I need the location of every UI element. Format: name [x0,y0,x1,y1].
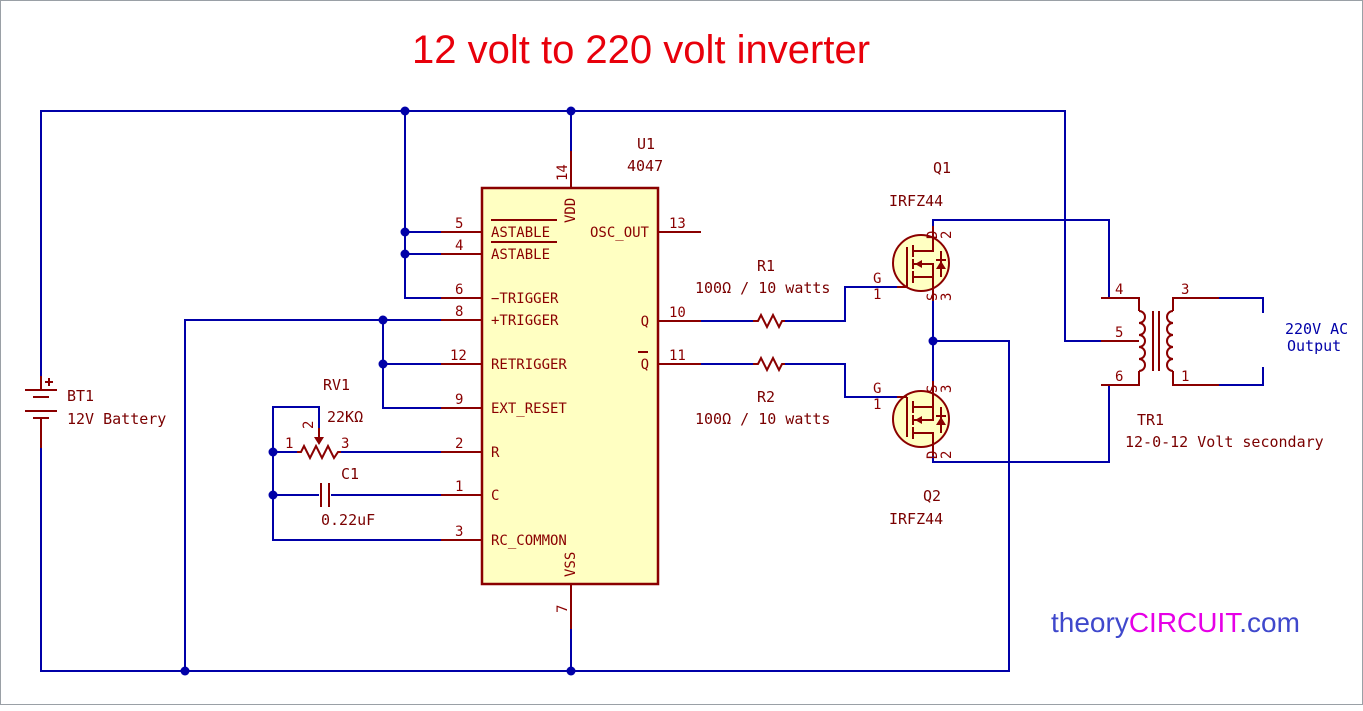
wire-q2-drain [932,384,1121,463]
svg-text:G: G [873,381,881,397]
svg-text:G: G [873,271,881,287]
pin-num: 2 [455,436,463,452]
pin-num: 4 [455,238,463,254]
wire-retrigger [382,320,461,409]
pin-num: 6 [455,282,463,298]
resistor-r1: R1 100Ω / 10 watts [695,257,830,330]
pin-name: +TRIGGER [491,313,559,329]
svg-text:2: 2 [939,451,955,459]
brand-watermark: theoryCIRCUIT.com [1051,607,1300,638]
wire-vcc-rail [40,110,1121,376]
pin-num: 13 [669,216,686,232]
svg-text:S: S [925,385,941,393]
svg-text:2: 2 [939,231,955,239]
wire-rv1-wiper [272,406,461,541]
pin-num: 8 [455,304,463,320]
pin-name: EXT_RESET [491,401,567,417]
q2-value: IRFZ44 [889,510,943,528]
pin-name: ASTABLE [491,247,550,263]
pin-num: 10 [669,305,686,321]
svg-text:1: 1 [873,397,881,413]
pin-name: OSC_OUT [590,225,650,241]
wire-out-top [1219,297,1264,313]
q1-value: IRFZ44 [889,192,943,210]
svg-text:5: 5 [1115,325,1123,341]
wire-gnd-rail [40,340,1010,672]
svg-text:3: 3 [939,385,955,393]
svg-text:6: 6 [1115,369,1123,385]
rv1-ref: RV1 [323,376,350,394]
bt1-ref: BT1 [67,387,94,405]
mosfet-q2: Q2 IRFZ44 G 1 3 2 S D [873,381,955,528]
svg-text:3: 3 [1181,282,1189,298]
r2-ref: R2 [757,388,775,406]
wire-r2-gate [785,363,897,398]
r1-ref: R1 [757,257,775,275]
pin-name: Q [641,357,649,373]
pin-num: 3 [455,524,463,540]
wire-r1-gate [785,286,897,322]
u1-value: 4047 [627,157,663,175]
svg-text:1: 1 [1181,369,1189,385]
svg-text:3: 3 [939,293,955,301]
pin7-num: 7 [555,605,571,613]
pin14-num: 14 [555,164,571,181]
potentiometer-rv1: RV1 22KΩ 1 2 3 [285,376,363,461]
transformer-tr1: 4 5 6 3 1 TR1 12-0-12 Volt secondary [1101,282,1324,451]
svg-text:D: D [925,451,941,459]
q1-ref: Q1 [933,159,951,177]
svg-text:D: D [925,231,941,239]
svg-text:3: 3 [341,436,349,452]
pin-name: R [491,445,500,461]
pin-vdd-name: VDD [563,198,579,223]
pin-name: C [491,488,499,504]
output-label-line1: 220V AC [1285,320,1348,338]
r1-value: 100Ω / 10 watts [695,279,830,297]
output-label-line2: Output [1287,337,1341,355]
junctions [180,106,938,676]
wire-q1-drain [932,219,1121,299]
page-title: 12 volt to 220 volt inverter [412,28,870,72]
c1-value: 0.22uF [321,511,375,529]
mosfet-q1: Q1 IRFZ44 G 1 2 3 S D [873,159,955,303]
svg-text:2: 2 [301,421,317,429]
pin-name: Q [641,314,649,330]
pin-name: ASTABLE [491,225,550,241]
wire-astable-trigger [404,111,461,299]
u1-ref: U1 [637,135,655,153]
tr1-value: 12-0-12 Volt secondary [1125,433,1324,451]
r2-value: 100Ω / 10 watts [695,410,830,428]
battery-bt1: BT1 12V Battery [25,376,166,448]
pin-name: −TRIGGER [491,291,559,307]
pin-num: 1 [455,479,463,495]
pin-num: 12 [450,348,467,364]
tr1-ref: TR1 [1137,411,1164,429]
pin-num: 5 [455,216,463,232]
wire-trigger-gnd [184,319,461,671]
pin-num: 9 [455,392,463,408]
wire-out-bottom [1219,367,1264,386]
pin-vss-name: VSS [563,552,579,577]
bt1-value: 12V Battery [67,410,166,428]
ic-u1-body [480,186,660,586]
rv1-value: 22KΩ [327,408,363,426]
pin-name: RC_COMMON [491,533,567,549]
q2-ref: Q2 [923,487,941,505]
svg-text:1: 1 [285,436,293,452]
svg-text:4: 4 [1115,282,1123,298]
pin-num: 11 [669,348,686,364]
svg-text:1: 1 [873,287,881,303]
c1-ref: C1 [341,465,359,483]
svg-text:S: S [925,293,941,301]
resistor-r2: R2 100Ω / 10 watts [695,355,830,428]
capacitor-c1: C1 0.22uF [320,465,375,529]
pin-name: RETRIGGER [491,357,567,373]
